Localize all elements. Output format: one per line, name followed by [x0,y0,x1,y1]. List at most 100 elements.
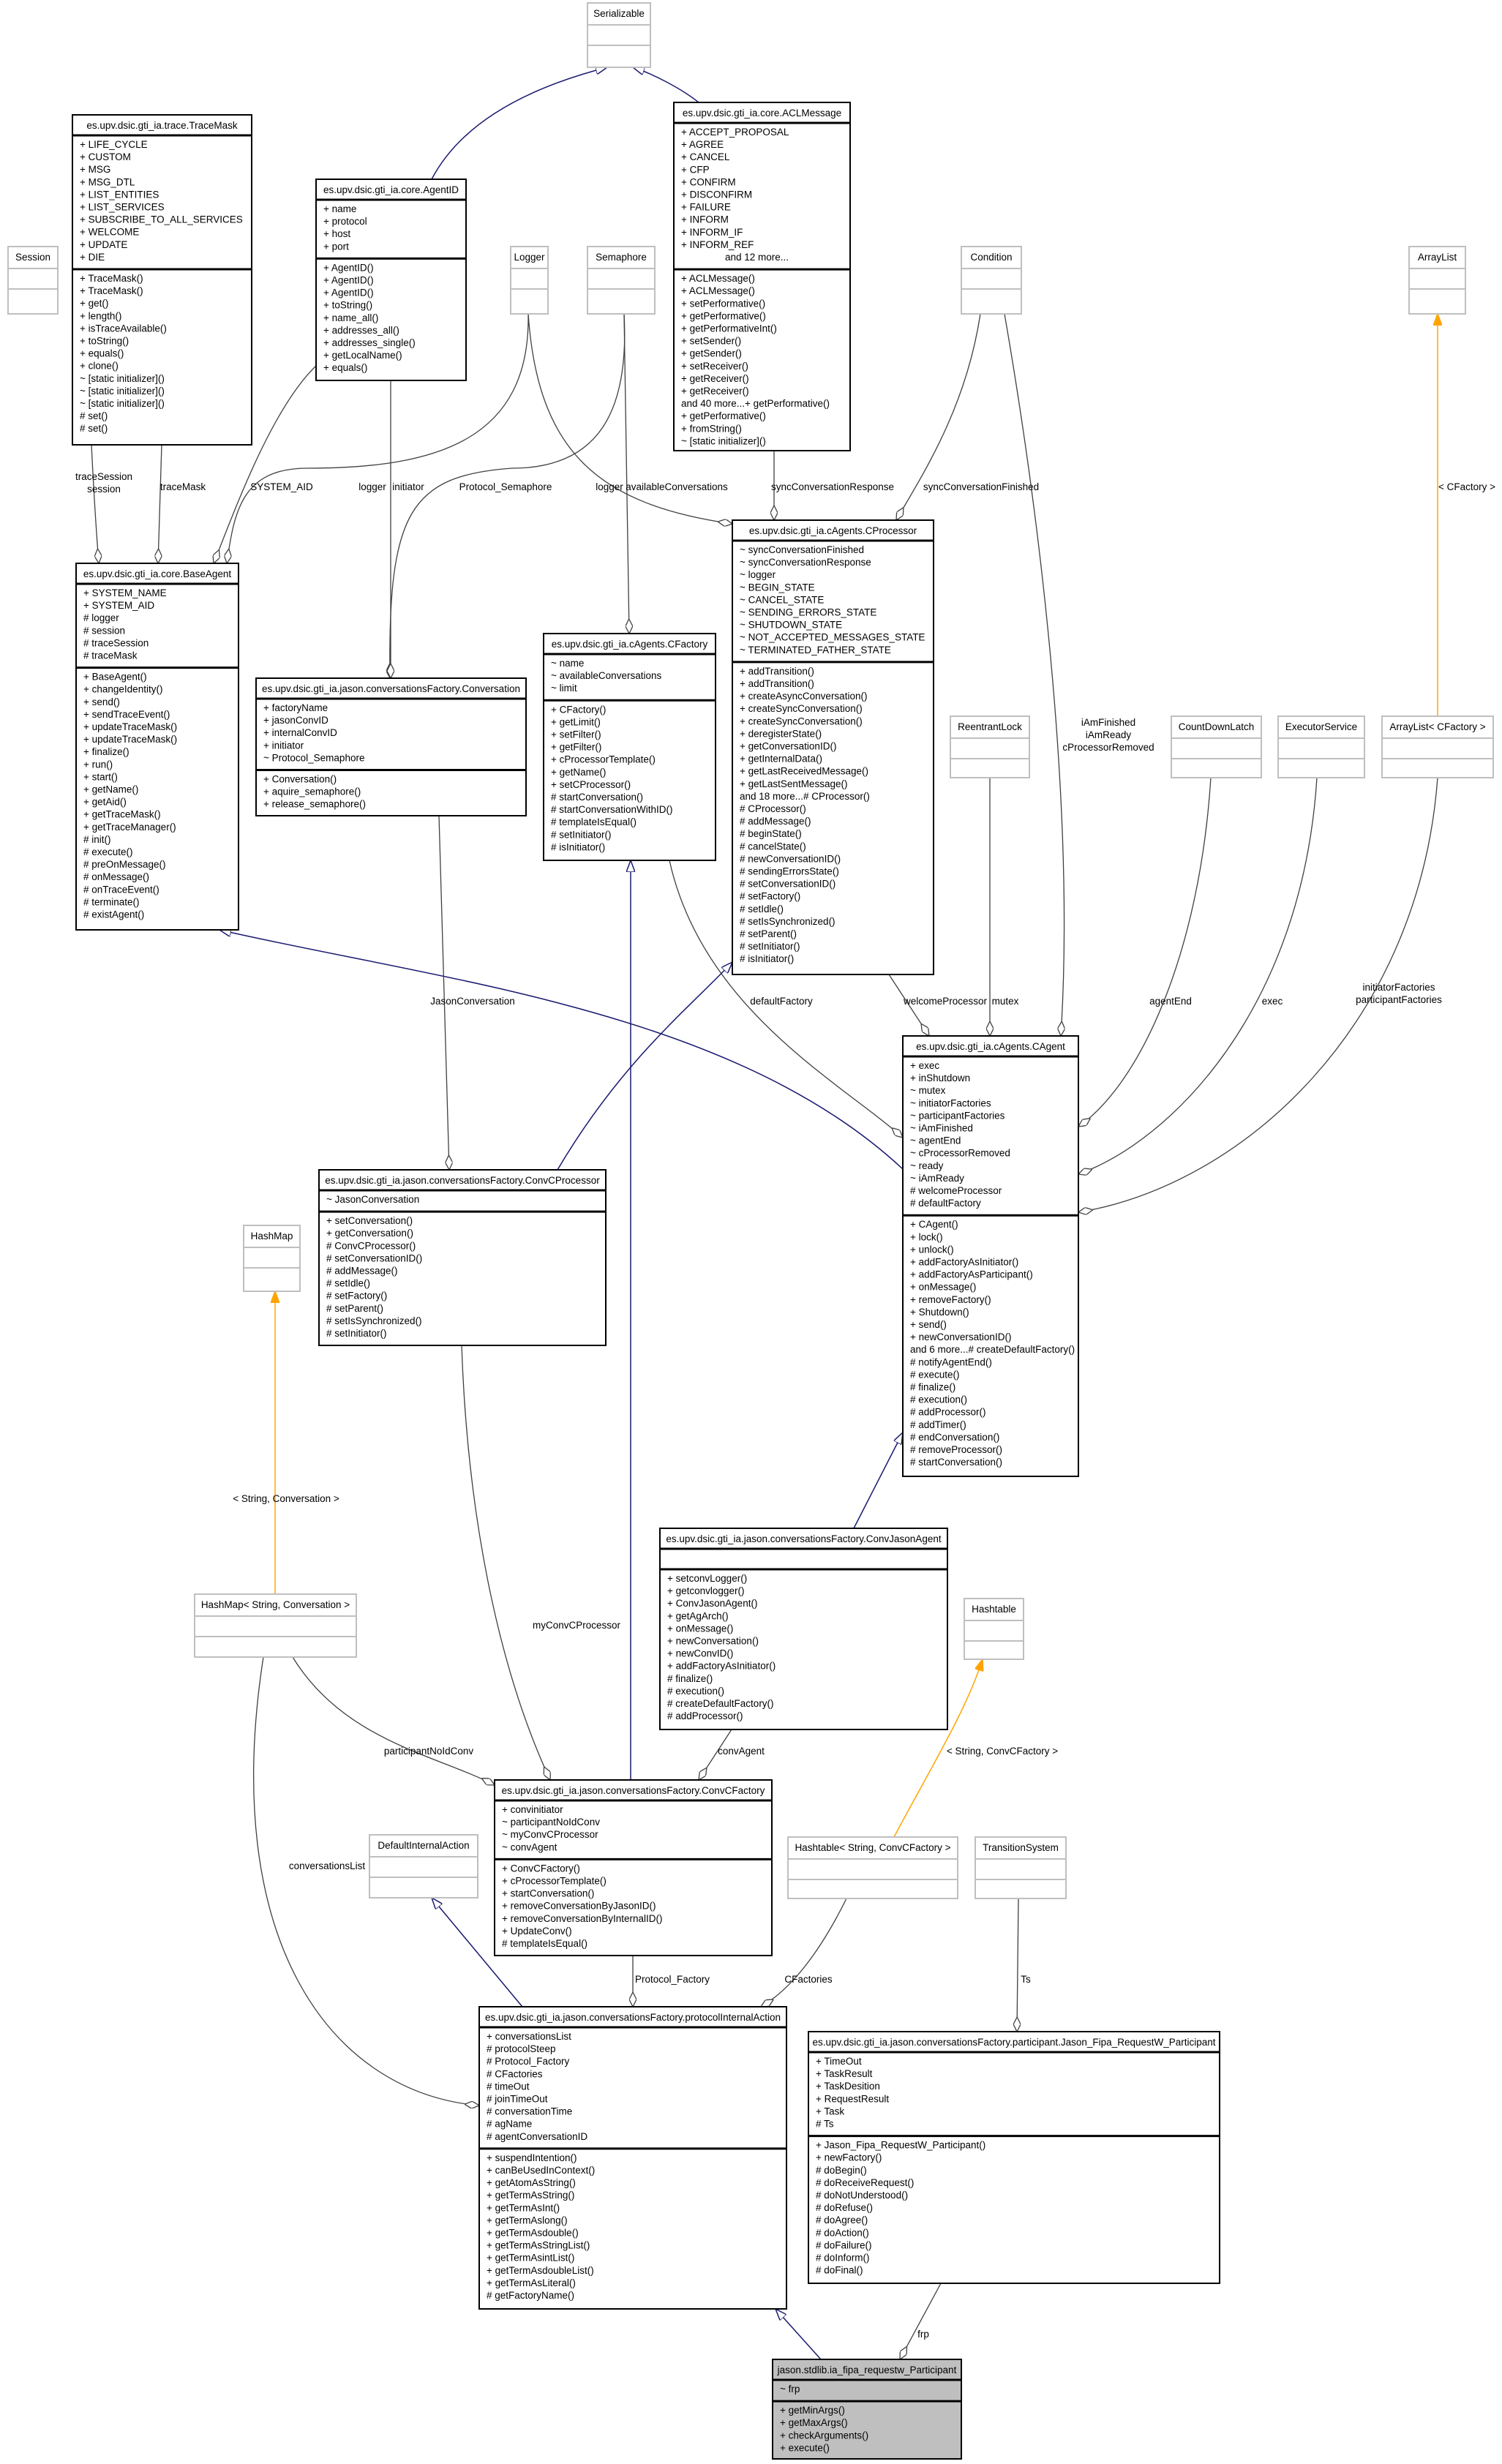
class-title: es.upv.dsic.gti_ia.core.AgentID [323,184,459,195]
class-CProcessor[interactable]: es.upv.dsic.gti_ia.cAgents.CProcessor~ s… [732,519,934,975]
class-attribute: + TimeOut [816,2056,862,2067]
class-attribute: + protocol [323,216,367,227]
class-IaFipaRequestwParticipant[interactable]: jason.stdlib.ia_fipa_requestw_Participan… [772,2359,962,2460]
class-method: ~ [static initializer]() [80,373,165,384]
class-HashMap[interactable]: HashMap [243,1225,301,1292]
class-title: HashMap [251,1231,293,1242]
class-attribute: ~ CANCEL_STATE [740,594,824,605]
class-method: + removeFactory() [910,1294,991,1305]
class-TraceMask[interactable]: es.upv.dsic.gti_ia.trace.TraceMask+ LIFE… [72,114,252,446]
class-BaseAgent[interactable]: es.upv.dsic.gti_ia.core.BaseAgent+ SYSTE… [75,563,239,931]
class-DefaultInternalAction[interactable]: DefaultInternalAction [369,1834,478,1898]
class-attribute: # defaultFactory [910,1198,981,1209]
class-ArrayList[interactable]: ArrayList [1408,246,1466,315]
class-TransitionSystem[interactable]: TransitionSystem [975,1836,1067,1899]
class-ConvJasonAgent[interactable]: es.upv.dsic.gti_ia.jason.conversationsFa… [659,1528,948,1730]
class-method: + run() [83,759,113,770]
class-method: + getTraceMask() [83,809,161,820]
edge-label: SYSTEM_AID [250,481,313,492]
class-method: + execute() [780,2442,830,2453]
class-attribute: + SYSTEM_AID [83,600,154,611]
class-ACLMessage[interactable]: es.upv.dsic.gti_ia.core.ACLMessage+ ACCE… [673,102,851,451]
class-method: + getFilter() [551,742,601,753]
class-attribute: + AGREE [681,139,724,150]
class-CFactory[interactable]: es.upv.dsic.gti_ia.cAgents.CFactory~ nam… [543,633,716,861]
class-method: # setInitiator() [740,941,800,952]
class-HashtableStringConvCFactory[interactable]: Hashtable< String, ConvCFactory > [787,1836,958,1899]
class-attribute: + SYSTEM_NAME [83,587,167,598]
class-method: + name_all() [323,312,378,323]
class-Logger[interactable]: Logger [510,246,549,315]
class-method: + TraceMask() [80,285,143,296]
aggregation-edge [896,313,981,520]
class-method: + get() [80,298,108,309]
class-attribute: + host [323,228,350,239]
edge-label: session [87,484,121,495]
class-attribute: + RequestResult [816,2093,889,2104]
edge-label: Ts [1021,1974,1031,1985]
class-title: Hashtable< String, ConvCFactory > [795,1842,950,1853]
class-Serializable[interactable]: Serializable [587,2,651,68]
class-JasonFipaRequestWParticipant[interactable]: es.upv.dsic.gti_ia.jason.conversationsFa… [808,2031,1220,2284]
class-ExecutorService[interactable]: ExecutorService [1277,715,1365,778]
class-method: + addTransition() [740,666,814,677]
class-attribute: ~ participantFactories [910,1110,1005,1121]
edge-label: mutex [992,996,1019,1007]
class-CountDownLatch[interactable]: CountDownLatch [1171,715,1262,778]
class-ReentrantLock[interactable]: ReentrantLock [950,715,1030,778]
class-method: + getPerformativeInt() [681,323,777,334]
inheritance-edge [633,67,699,103]
class-title: DefaultInternalAction [378,1840,469,1851]
class-method: + Jason_Fipa_RequestW_Participant() [816,2140,985,2151]
class-title: Serializable [593,8,645,19]
class-attribute: + TaskResult [816,2068,873,2079]
class-AgentID[interactable]: es.upv.dsic.gti_ia.core.AgentID+ name+ p… [315,179,467,381]
class-attribute: + CUSTOM [80,151,131,162]
class-attribute: ~ iAmFinished [910,1123,973,1134]
class-Semaphore[interactable]: Semaphore [587,246,656,315]
class-method: # setInitiator() [551,829,612,840]
aggregation-edge [900,2283,942,2359]
class-title: Semaphore [596,252,647,263]
class-method: + getTermAsdoubleList() [487,2265,594,2276]
class-method: + lock() [910,1231,943,1242]
class-attribute: + factoryName [263,702,328,713]
class-method: # setIsSynchronized() [326,1315,422,1326]
edge-label: conversationsList [289,1860,366,1871]
class-method: # getFactoryName() [487,2290,574,2301]
class-method: # doReceiveRequest() [816,2177,914,2188]
aggregation-edge [669,860,903,1138]
aggregation-edge [461,1345,550,1780]
class-method: + deregisterState() [740,728,822,739]
class-method: + TraceMask() [80,273,143,284]
class-method: + getSender() [681,348,742,359]
class-attribute: ~ limit [551,683,577,694]
class-attribute: + UPDATE [80,239,127,250]
class-Hashtable[interactable]: Hashtable [964,1598,1024,1660]
class-Session[interactable]: Session [7,246,59,315]
class-attribute: # session [83,625,125,636]
class-Condition[interactable]: Condition [961,246,1022,315]
class-title: es.upv.dsic.gti_ia.jason.conversationsFa… [325,1175,600,1186]
class-attribute: + FAILURE [681,202,731,213]
class-method: + suspendIntention() [487,2152,577,2163]
class-ConvCProcessor[interactable]: es.upv.dsic.gti_ia.jason.conversationsFa… [318,1169,607,1346]
edge-label: Protocol_Factory [635,1974,710,1985]
class-method: # doAction() [816,2227,869,2238]
class-method: # addMessage() [740,816,811,827]
class-CAgent[interactable]: es.upv.dsic.gti_ia.cAgents.CAgent+ exec+… [902,1035,1079,1477]
class-attribute: # conversationTime [487,2106,572,2117]
class-attribute: # timeOut [487,2081,530,2092]
class-ArrayListCFactory[interactable]: ArrayList< CFactory > [1381,715,1494,778]
edge-label: < String, Conversation > [233,1493,339,1504]
class-protocolInternalAction[interactable]: es.upv.dsic.gti_ia.jason.conversationsFa… [478,2006,787,2310]
class-HashMapStringConversation[interactable]: HashMap< String, Conversation > [194,1593,357,1658]
class-Conversation[interactable]: es.upv.dsic.gti_ia.jason.conversationsFa… [255,677,527,816]
aggregation-edge [214,365,317,563]
class-method: # removeProcessor() [910,1444,1002,1455]
edge-label: Protocol_Semaphore [459,481,552,492]
class-ConvCFactory[interactable]: es.upv.dsic.gti_ia.jason.conversationsFa… [494,1779,773,1956]
class-method: # set() [80,410,108,421]
class-method: + cProcessorTemplate() [551,754,656,765]
class-method: + AgentID() [323,288,374,298]
